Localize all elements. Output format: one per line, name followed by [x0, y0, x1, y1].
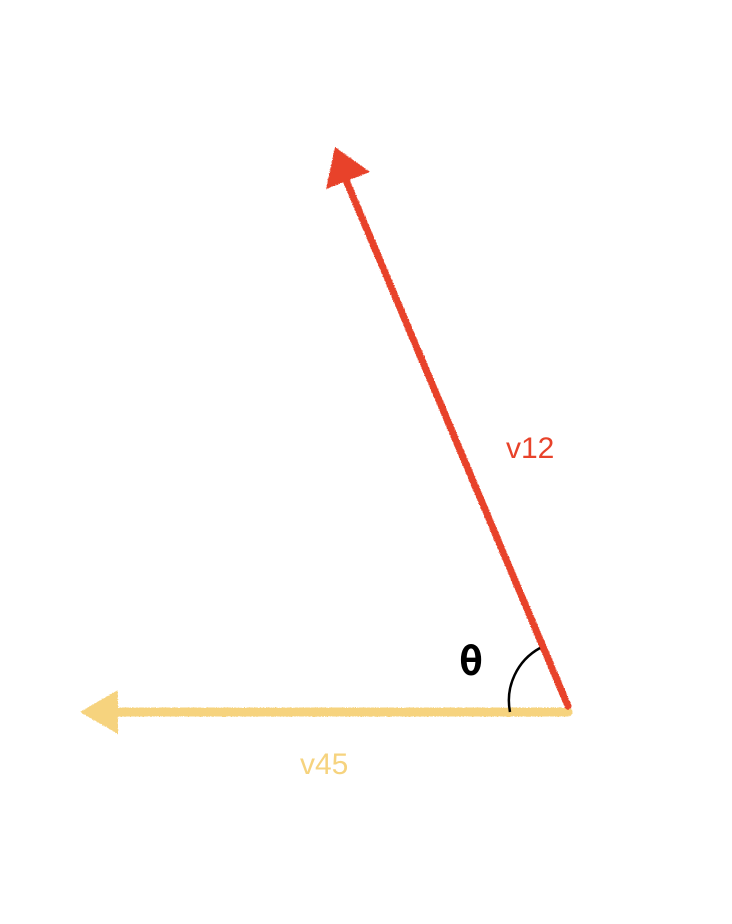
vector-v12-arrowhead: [326, 147, 370, 189]
angle-theta-label: θ: [459, 639, 483, 685]
vector-v45-arrowhead: [80, 690, 118, 734]
vector-v12-label: v12: [506, 432, 554, 465]
vector-v45-label: v45: [300, 748, 348, 781]
vector-v12: [326, 147, 572, 710]
vector-v12-shaft: [342, 176, 572, 710]
vector-v45: [80, 690, 573, 734]
angle-arc: [507, 646, 541, 713]
